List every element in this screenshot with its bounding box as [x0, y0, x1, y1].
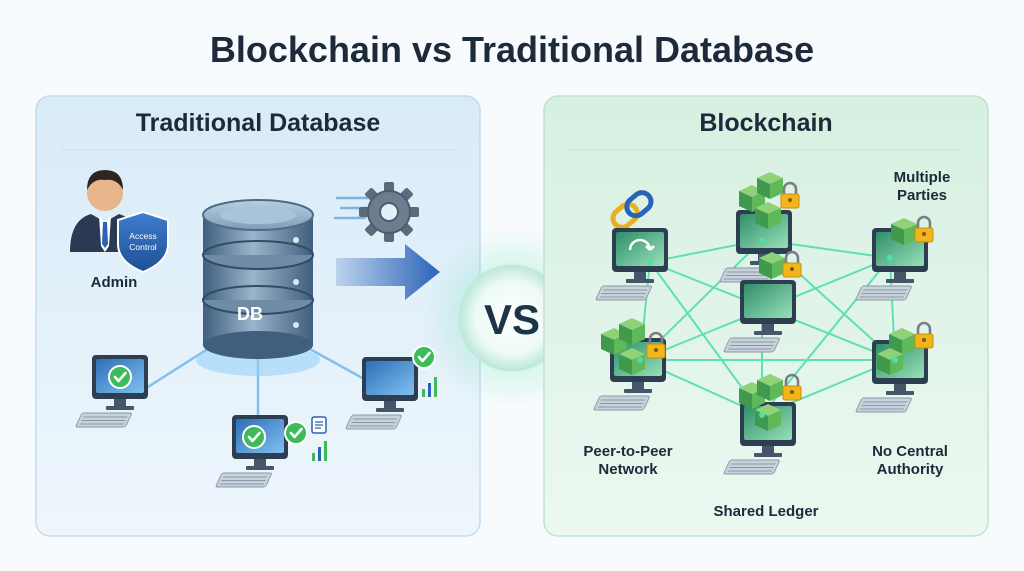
vs-label: VS: [484, 296, 540, 343]
traditional-database-panel: Traditional Database Access Control Admi…: [35, 95, 481, 537]
multiple-parties-label-line2: Parties: [897, 187, 947, 204]
shield-access-text: Access: [129, 231, 156, 241]
shared-ledger-label: Shared Ledger: [713, 503, 818, 520]
access-control-shield-icon: Access Control: [117, 210, 169, 274]
traditional-database-heading: Traditional Database: [136, 109, 381, 137]
page-title: Blockchain vs Traditional Database: [210, 29, 814, 70]
no-central-authority-label-line1: No Central: [872, 443, 948, 460]
client-computer-right: [344, 344, 437, 430]
multiple-parties-label-line1: Multiple: [894, 169, 951, 186]
database-cylinder-icon: DB: [196, 199, 320, 376]
node-computer-top-left: [594, 227, 669, 301]
client-computer-bottom: [214, 414, 327, 488]
data-flow-arrow-icon: [336, 244, 440, 300]
db-label: DB: [237, 304, 263, 324]
blockchain-panel: Blockchain: [543, 95, 989, 537]
no-central-authority-label-line2: Authority: [877, 461, 944, 478]
admin-label: Admin: [91, 274, 138, 291]
peer-to-peer-label-line1: Peer-to-Peer: [583, 443, 672, 460]
chain-link-icon: [610, 190, 654, 230]
blockchain-heading: Blockchain: [699, 109, 832, 137]
shield-control-text: Control: [129, 242, 157, 252]
network-node-dots: [637, 237, 898, 418]
gear-icon: [333, 182, 419, 242]
peer-to-peer-label-line2: Network: [598, 461, 658, 478]
